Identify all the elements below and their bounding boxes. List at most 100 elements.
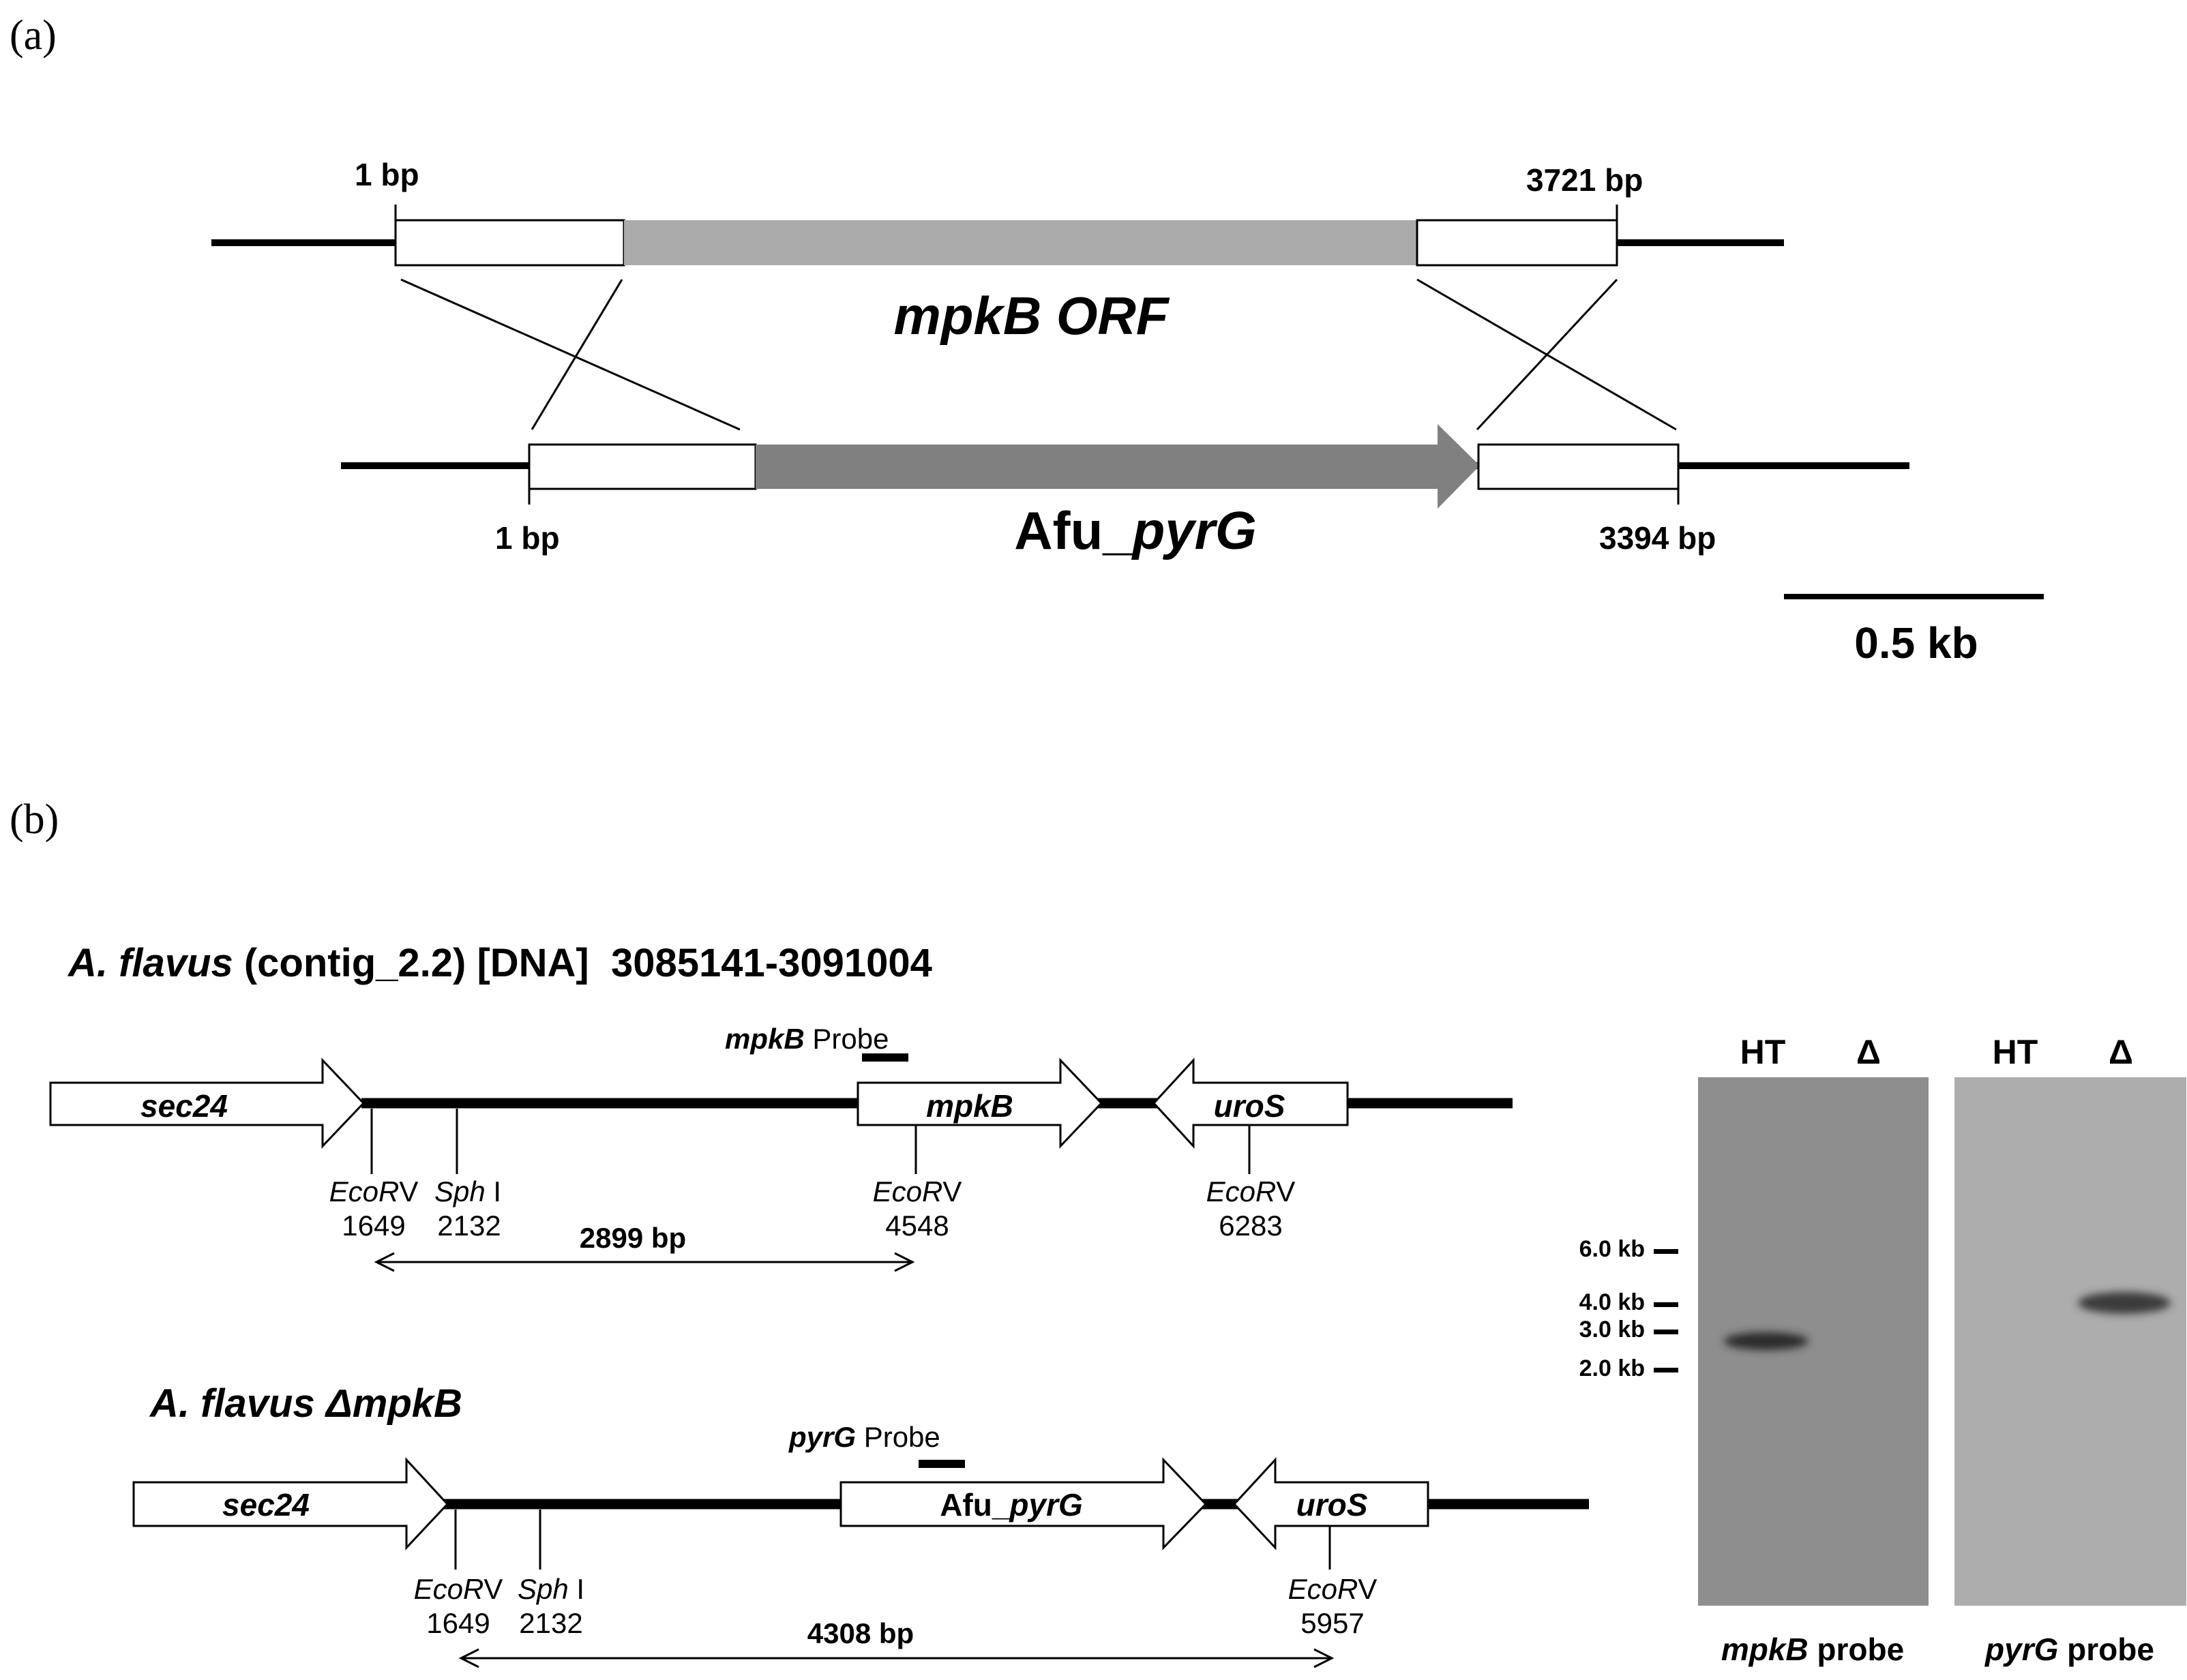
mut-map-title: A. flavus ΔmpkB	[149, 1381, 462, 1426]
sec24-gene-arrow	[49, 1058, 366, 1149]
mpkb-gene-arrow	[857, 1058, 1103, 1149]
blot-caption-pyrg-gene: pyrG	[1984, 1632, 2058, 1667]
blot-caption-pyrg-word: probe	[2058, 1632, 2154, 1667]
wt-ecorv-italic: EcoR	[873, 1175, 943, 1208]
wt-ecorv-suffix: V	[399, 1175, 418, 1208]
mut-ecorv-suffix: V	[1358, 1573, 1377, 1605]
wt-fragment-arrowhead	[894, 1252, 915, 1272]
wt-fragment-arrowhead	[374, 1252, 395, 1272]
sec24-gene-label: sec24	[222, 1487, 310, 1522]
pyrg-gene-label-gene: pyrG	[1008, 1487, 1082, 1522]
wt-position-label: 2132	[437, 1210, 501, 1242]
wt-end-label: 3721 bp	[1526, 162, 1643, 198]
mut-ecorv-italic: EcoR	[1288, 1573, 1358, 1605]
uros-gene-arrow	[1232, 1457, 1429, 1550]
orf-label: mpkB ORF	[893, 286, 1170, 346]
blot-caption-mpkb-word: probe	[1809, 1632, 1905, 1667]
lane-label: HT	[1740, 1033, 1786, 1071]
pyrg-gene-arrow	[839, 1457, 1208, 1550]
wt-5-flank	[394, 219, 625, 267]
size-marker-label: 4.0 kb	[1579, 1289, 1645, 1315]
wt-ecorv-italic: EcoR	[1206, 1175, 1277, 1208]
wt-ecorv-site-label: EcoRV	[1206, 1175, 1296, 1208]
size-marker-label: 2.0 kb	[1579, 1355, 1645, 1381]
mut-sphi-italic: Sph	[518, 1573, 569, 1605]
mut-ecorv-site-label: EcoRV	[414, 1573, 503, 1605]
blot-caption-mpkb: mpkB probe	[1721, 1632, 1904, 1667]
uros-gene-label: uroS	[1296, 1487, 1368, 1522]
mpkb-probe-label: mpkB Probe	[725, 1023, 889, 1055]
scale-bar-label: 0.5 kb	[1854, 618, 1978, 668]
lane-label: Δ	[2109, 1033, 2133, 1071]
size-marker-tick	[1654, 1368, 1678, 1372]
size-marker-tick	[1654, 1302, 1678, 1307]
wt-ecorv-suffix: V	[1276, 1175, 1295, 1208]
mut-3-flank	[1477, 443, 1680, 490]
wt-sphi-italic: Sph	[434, 1175, 486, 1208]
lane-label: Δ	[1856, 1033, 1881, 1071]
wt-fragment-label: 2899 bp	[580, 1222, 686, 1254]
blot-caption-pyrg: pyrG probe	[1984, 1632, 2154, 1667]
blot-band-delta-pyrg	[2078, 1292, 2171, 1314]
wt-map-title: A. flavus (contig_2.2) [DNA] 3085141-309…	[67, 941, 932, 985]
mut-position-label: 1649	[426, 1607, 490, 1639]
mut-sphi-site-label: Sph I	[518, 1573, 584, 1605]
mut-position-label: 2132	[519, 1607, 582, 1639]
blot-membrane-pyrg	[1954, 1077, 2186, 1606]
marker-label-gene: pyrG	[1131, 500, 1257, 560]
pyrg-gene-label-prefix: Afu_	[940, 1487, 1010, 1522]
wt-map-title-organism: A. flavus	[67, 941, 233, 985]
pyrg-gene-label: Afu_pyrG	[940, 1487, 1083, 1522]
marker-label-prefix: Afu_	[1014, 500, 1133, 560]
wt-position-label: 4548	[885, 1210, 949, 1242]
wt-position-label: 1649	[342, 1210, 405, 1242]
wt-ecorv-site-label: EcoRV	[329, 1175, 419, 1208]
mut-ecorv-site-label: EcoRV	[1288, 1573, 1378, 1605]
mut-ecorv-italic: EcoR	[414, 1573, 484, 1605]
pyrg-probe-label-word: Probe	[856, 1421, 940, 1453]
wt-sphi-site-label: Sph I	[434, 1175, 501, 1208]
wt-ecorv-site-label: EcoRV	[873, 1175, 962, 1208]
pyrg-probe-label: pyrG Probe	[788, 1421, 940, 1453]
wt-orf-block	[624, 220, 1417, 265]
size-marker-tick	[1654, 1330, 1678, 1334]
mut-fragment-arrowhead	[458, 1648, 479, 1668]
mut-sphi-suffix: I	[569, 1573, 584, 1605]
wt-ecorv-italic: EcoR	[329, 1175, 400, 1208]
wt-map-title-rest: (contig_2.2) [DNA] 3085141-3091004	[233, 941, 932, 985]
wt-ecorv-suffix: V	[942, 1175, 962, 1208]
size-marker-label: 6.0 kb	[1579, 1236, 1645, 1262]
panel-a-label: (a)	[10, 12, 57, 59]
uros-gene-arrow	[1152, 1058, 1349, 1149]
pyrg-probe-label-gene: pyrG	[788, 1421, 856, 1453]
crossover-line	[400, 278, 741, 431]
marker-label: Afu_pyrG	[1014, 500, 1256, 560]
mpkb-probe-label-word: Probe	[805, 1023, 889, 1055]
wt-3-flank	[1416, 219, 1618, 267]
size-marker-tick	[1654, 1249, 1678, 1254]
mpkb-probe-label-gene: mpkB	[725, 1023, 805, 1055]
mut-position-label: 5957	[1300, 1607, 1364, 1639]
blot-caption-mpkb-gene: mpkB	[1721, 1632, 1809, 1667]
wt-sphi-suffix: I	[486, 1175, 501, 1208]
wt-position-label: 6283	[1219, 1210, 1282, 1242]
mut-start-label: 1 bp	[495, 520, 560, 556]
panel-b-label: (b)	[10, 796, 59, 843]
mut-end-label: 3394 bp	[1599, 520, 1716, 556]
sec24-gene-arrow	[132, 1457, 449, 1550]
wt-start-label: 1 bp	[355, 157, 419, 192]
pyrg-probe-bar	[919, 1460, 965, 1468]
uros-gene-label: uroS	[1214, 1088, 1285, 1124]
size-marker-label: 3.0 kb	[1579, 1317, 1645, 1342]
mut-fragment-arrowhead	[1313, 1648, 1335, 1668]
mut-5-flank	[528, 443, 757, 490]
crossover-line	[531, 279, 623, 430]
mut-ecorv-suffix: V	[483, 1573, 503, 1605]
lane-label: HT	[1993, 1033, 2038, 1071]
mpkb-gene-label: mpkB	[926, 1088, 1013, 1124]
pyrg-marker-arrow	[756, 424, 1480, 509]
sec24-gene-label: sec24	[140, 1088, 228, 1124]
crossover-line	[1476, 278, 1618, 431]
